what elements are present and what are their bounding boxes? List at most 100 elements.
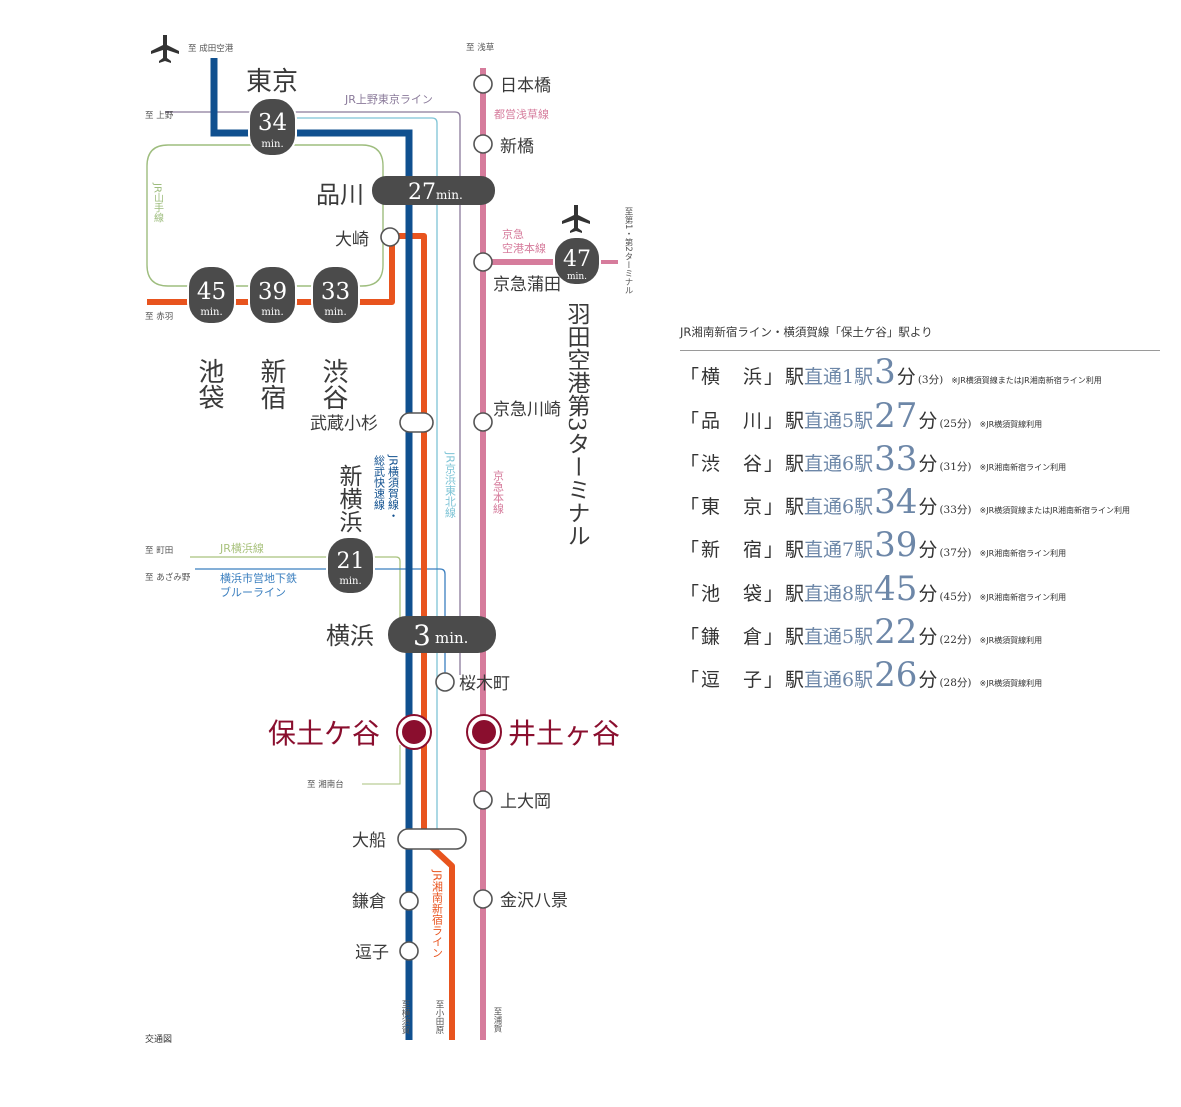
row-note: ※JR横須賀線またはJR湘南新宿ライン利用 xyxy=(951,376,1102,386)
shonan-shinjuku-line xyxy=(147,233,455,1040)
svg-text:27: 27 xyxy=(408,180,436,205)
label-kamiooka: 上大岡 xyxy=(500,792,551,812)
row-station: 「東 京」 xyxy=(680,496,786,519)
row-fun: 分 xyxy=(918,539,938,562)
svg-text:min.: min. xyxy=(567,272,587,282)
row-stop-unit: 駅 xyxy=(854,366,874,389)
row-stops: 7 xyxy=(842,539,855,562)
row-direct: 直通 xyxy=(804,669,843,692)
label-haneda: 羽田空港第3ターミナル xyxy=(563,302,591,547)
label-ikebukuro: 池袋 xyxy=(194,358,224,410)
row-stops: 5 xyxy=(842,409,855,432)
badge-shibuya: 33 min. xyxy=(311,265,360,325)
row-direct: 直通 xyxy=(804,409,843,432)
station-ofuna xyxy=(397,828,467,850)
line-label-keihin-tohoku: JR京浜東北線 xyxy=(444,451,457,518)
line-label-keikyu-main: 京急本線 xyxy=(492,469,505,514)
row-alt-minutes: (37分) xyxy=(939,547,972,560)
line-label-asakusa: 都営浅草線 xyxy=(494,107,549,121)
row-fun: 分 xyxy=(918,452,938,475)
row-direct: 直通 xyxy=(804,626,843,649)
svg-text:min.: min. xyxy=(435,629,468,647)
line-label-yamanote: JR山手線 xyxy=(152,182,164,223)
station-sakuragicho xyxy=(435,672,455,692)
badge-shinyokohama: 21 min. xyxy=(326,536,375,595)
row-eki: 駅 xyxy=(785,539,805,562)
row-note: ※JR横須賀線またはJR湘南新宿ライン利用 xyxy=(979,506,1131,516)
row-eki: 駅 xyxy=(785,452,805,475)
svg-text:47: 47 xyxy=(563,247,591,272)
dest-ueno: 至 上野 xyxy=(145,111,174,121)
station-musashikosugi xyxy=(399,412,434,433)
dest-akabane: 至 赤羽 xyxy=(145,312,173,322)
row-stop-unit: 駅 xyxy=(854,539,874,562)
label-osaki: 大崎 xyxy=(335,230,369,250)
svg-text:34: 34 xyxy=(258,110,287,136)
row-stops: 6 xyxy=(842,452,855,475)
line-label-yokosuka-sobu: JR横須賀線・ xyxy=(387,454,400,521)
row-minutes: 27 xyxy=(874,395,918,436)
svg-text:min.: min. xyxy=(339,576,361,587)
station-kamiooka xyxy=(473,790,493,810)
svg-text:39: 39 xyxy=(258,279,287,305)
line-label-yokohama-line: JR横浜線 xyxy=(219,541,264,555)
label-shinagawa: 品川 xyxy=(316,181,364,209)
svg-text:3: 3 xyxy=(413,619,431,652)
svg-text:min.: min. xyxy=(436,188,463,202)
blue-line xyxy=(195,568,446,682)
label-sakuragicho: 桜木町 xyxy=(459,674,510,694)
label-zushi: 逗子 xyxy=(355,943,389,963)
dest-machida: 至 町田 xyxy=(145,546,173,556)
row-stops: 8 xyxy=(842,582,855,605)
dest-uraga: 至浦賀 xyxy=(492,1007,502,1033)
row-stop-unit: 駅 xyxy=(854,452,874,475)
row-stops: 5 xyxy=(842,626,855,649)
badge-tokyo: 34 min. xyxy=(248,97,297,157)
row-eki: 駅 xyxy=(785,496,805,519)
row-minutes: 45 xyxy=(874,568,918,609)
label-hodogaya: 保土ケ谷 xyxy=(268,717,380,750)
airplane-icon xyxy=(562,205,590,233)
label-kanazawahakkei: 金沢八景 xyxy=(500,891,568,911)
row-fun: 分 xyxy=(918,582,938,605)
row-stop-unit: 駅 xyxy=(854,626,874,649)
row-direct: 直通 xyxy=(804,452,843,475)
station-keikyu-kawasaki xyxy=(473,412,493,432)
svg-text:min.: min. xyxy=(261,307,283,318)
row-alt-minutes: (22分) xyxy=(939,634,972,647)
row-station: 「渋 谷」 xyxy=(680,452,786,475)
row-fun: 分 xyxy=(896,366,916,389)
row-alt-minutes: (45分) xyxy=(939,590,972,603)
shonandai-line xyxy=(362,745,401,785)
station-nihonbashi xyxy=(473,74,493,94)
label-idogaya: 井土ヶ谷 xyxy=(508,717,620,750)
dest-terminal: 至第1・第2ターミナル xyxy=(623,207,633,294)
row-station: 「鎌 倉」 xyxy=(680,626,786,649)
label-kamakura: 鎌倉 xyxy=(352,892,386,912)
row-note: ※JR湘南新宿ライン利用 xyxy=(979,462,1067,472)
label-keikyu-kamata: 京急蒲田 xyxy=(493,275,561,295)
row-alt-minutes: (3分) xyxy=(917,374,944,387)
station-kamakura xyxy=(399,891,419,911)
label-ofuna: 大船 xyxy=(352,831,386,851)
row-direct: 直通 xyxy=(804,366,843,389)
svg-text:min.: min. xyxy=(200,307,222,318)
svg-text:45: 45 xyxy=(197,279,226,305)
svg-text:min.: min. xyxy=(324,307,346,318)
row-stops: 1 xyxy=(842,366,855,389)
badge-ikebukuro: 45 min. xyxy=(187,265,236,325)
row-note: ※JR横須賀線利用 xyxy=(979,636,1043,646)
badge-shinjuku: 39 min. xyxy=(248,265,297,325)
badge-haneda: 47 min. xyxy=(553,236,601,286)
hub-hodogaya xyxy=(396,714,432,750)
row-alt-minutes: (25分) xyxy=(939,417,972,430)
yokosuka-line xyxy=(210,58,413,1040)
line-label-shonan-shinjuku: JR湘南新宿ライン xyxy=(431,869,444,958)
dest-yokosuka: 至横須賀 xyxy=(400,1000,410,1035)
badge-shinagawa: 27 min. xyxy=(372,176,495,205)
